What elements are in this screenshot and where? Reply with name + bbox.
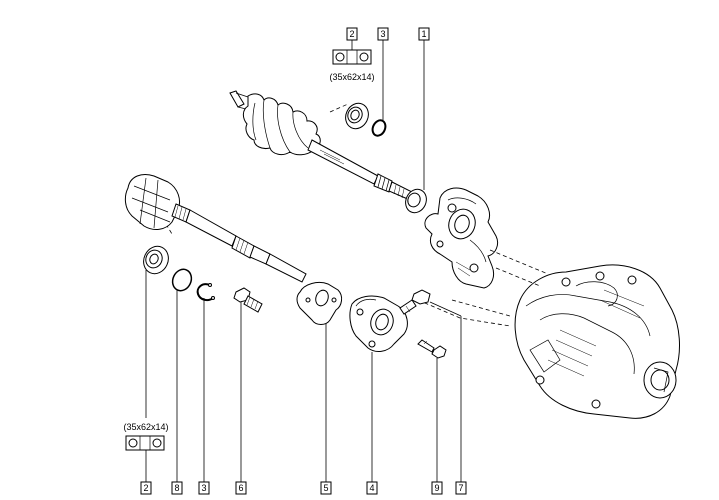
callout-bottom-8: 8 bbox=[171, 481, 183, 495]
upper-bearing bbox=[345, 102, 369, 130]
callout-number: 6 bbox=[238, 483, 243, 493]
callout-number: 8 bbox=[174, 483, 179, 493]
callout-top-1: 1 bbox=[418, 27, 430, 41]
bearing-support bbox=[349, 295, 408, 352]
lower-circlip bbox=[196, 283, 215, 302]
callout-number: 2 bbox=[143, 483, 148, 493]
callout-bottom-7: 7 bbox=[455, 481, 467, 495]
upper-circlip bbox=[371, 119, 387, 137]
support-bolt-upper bbox=[399, 289, 431, 315]
bearing-spec-label: (35x62x14) bbox=[329, 72, 374, 82]
intermediate-bearing-bracket bbox=[424, 187, 499, 289]
callout-bottom-6: 6 bbox=[235, 481, 247, 495]
o-ring bbox=[171, 268, 193, 292]
bearing-spec-bottom: (35x62x14) bbox=[123, 422, 169, 451]
retaining-plate bbox=[296, 281, 343, 325]
lower-bearing bbox=[143, 245, 169, 275]
upper-seal bbox=[405, 188, 427, 214]
upper-driveshaft bbox=[229, 90, 413, 201]
callout-number: 7 bbox=[458, 483, 463, 493]
bearing-spec-label: (35x62x14) bbox=[123, 422, 168, 432]
callout-bottom-2: 2 bbox=[140, 481, 152, 495]
callout-bottom-4: 4 bbox=[366, 481, 378, 495]
callout-top-3: 3 bbox=[377, 27, 389, 41]
callout-number: 4 bbox=[369, 483, 374, 493]
callout-number: 3 bbox=[201, 483, 206, 493]
callout-bottom-9: 9 bbox=[431, 481, 443, 495]
bracket-bolt bbox=[233, 287, 263, 313]
leader-lines bbox=[145, 40, 462, 482]
callout-top-2: 2 bbox=[346, 27, 358, 41]
gearbox-housing bbox=[514, 264, 680, 419]
bearing-spec-top: (35x62x14) bbox=[329, 49, 375, 82]
callout-number: 9 bbox=[434, 483, 439, 493]
callout-bottom-5: 5 bbox=[320, 481, 332, 495]
callout-number: 3 bbox=[380, 29, 385, 39]
callout-bottom-3: 3 bbox=[198, 481, 210, 495]
support-bolt-lower bbox=[417, 339, 447, 359]
callout-number: 5 bbox=[323, 483, 328, 493]
callout-number: 1 bbox=[421, 29, 426, 39]
lower-driveshaft bbox=[124, 174, 307, 283]
callout-number: 2 bbox=[349, 29, 354, 39]
